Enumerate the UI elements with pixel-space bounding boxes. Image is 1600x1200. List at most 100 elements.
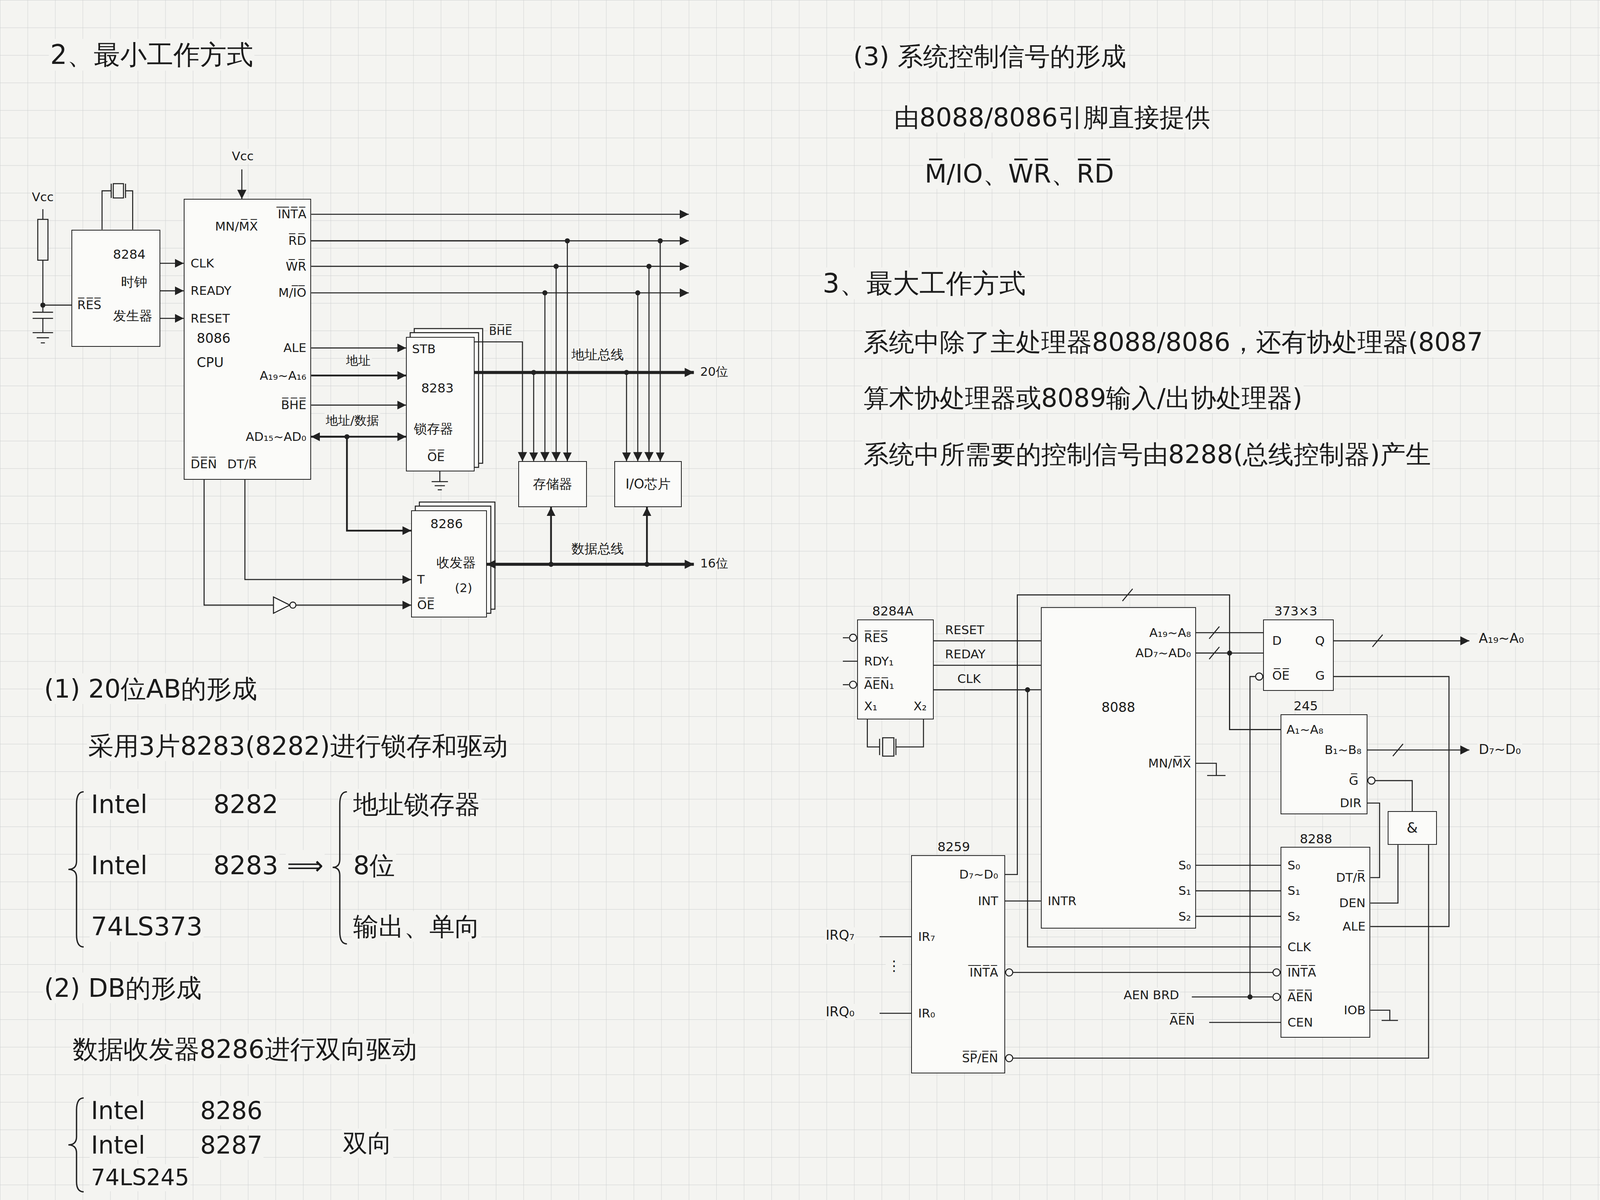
junction-dot [1025,687,1031,693]
pin-label: MN/M̅X̅ [215,219,258,234]
pin-label: S₀ [1287,857,1301,873]
inverter-symbol [273,596,297,614]
ellipsis-mark: ⋮ [885,957,903,975]
wire-connector [474,372,534,462]
pin-label: O̅E̅ [1272,668,1290,683]
pin-label: S₂ [1178,909,1191,924]
wire-label: RESET [944,622,986,638]
implies-arrow: ⟹ [285,850,325,881]
note-text: 8位 [351,850,397,881]
section-heading: 3、最大工作方式 [821,267,1027,300]
address-latch: STB8283锁存器O̅E̅ [405,336,475,472]
note-text: 双向 [341,1128,394,1158]
signal-list: M̅/IO、W̅R̅、R̅D̅ [923,158,1116,189]
pin-label: ALE [1342,919,1366,934]
pin-label: 8284 [113,246,146,263]
pin-label: 时钟 [121,274,148,291]
cpu-chip: MN/M̅X̅I̅N̅T̅A̅R̅D̅W̅R̅M/I̅O̅CLKREADYRES… [183,198,312,480]
junction-dot [657,238,663,244]
pin-label: CEN [1287,1015,1314,1030]
pin-label: IR₀ [918,1005,936,1021]
clock-generator: 8284AR̅E̅S̅RDY₁A̅E̅N̅₁X₁X₂ [857,619,934,720]
chip-vendor: Intel [89,1130,147,1160]
pin-label: R̅E̅S̅ [863,630,889,646]
note-text: 数据收发器8286进行双向驱动 [71,1033,419,1065]
pin-label: DIR [1340,795,1362,811]
io-chip: I/O芯片 [614,461,682,508]
chip-number: 8283 [212,850,280,881]
pin-label: M/I̅O̅ [278,285,307,300]
pin-label: A̅E̅N̅ [1287,989,1314,1005]
pin-label: G̅ [1348,773,1359,789]
wire [311,292,689,294]
pin-label: G [1315,668,1325,683]
wire [842,684,849,686]
junction-dot [548,561,554,568]
wire-connector [160,290,184,292]
brace [68,791,84,947]
wire-connector [311,240,660,462]
wire-connector [311,347,406,349]
inverter-symbol [273,596,290,614]
bus-label: 地址总线 [570,346,625,363]
pin-label: I/O芯片 [625,476,671,493]
pin-label: RDY₁ [863,653,894,669]
pin-label: INT [977,893,999,909]
brace [332,791,347,944]
pin-label: R̅D̅ [288,233,307,249]
interrupt-controller: 8259D₇~D₀INTIR₇I̅N̅T̅A̅IR₀S̅P̅/E̅N̅ [911,855,1006,1074]
wire-connector [1005,900,1041,902]
memory-chip: 存储器 [518,461,587,508]
wire [311,213,689,216]
inverter-symbol [289,601,296,608]
chip-number: 8286 [198,1096,264,1126]
pin-label: DT/R̅ [1336,870,1366,885]
pin-label: INTR [1047,893,1077,909]
pin-label: & [1406,819,1418,837]
inversion-bubble [849,634,857,642]
pin-label: DEN [1339,895,1366,911]
pin-label: W̅R̅ [285,259,307,274]
wire [867,719,880,747]
bus-label: 数据总线 [570,540,625,557]
pin-label: 8086 [196,330,231,347]
bus-width: 16位 [698,555,729,571]
wire-connector [486,507,648,565]
pin-label: B̅H̅E̅ [280,397,307,413]
chip-heading: 245 [1293,698,1318,714]
crystal-symbol [113,183,124,199]
wire-connector [1367,780,1413,812]
pin-label: R̅E̅S̅ [77,297,102,313]
wire [842,637,849,639]
brace [68,1098,84,1193]
pin-label: I̅N̅T̅A̅ [277,206,307,222]
bus-label: A₁₉~A₀ [1477,630,1525,647]
wire [660,240,689,242]
cpu-chip: A₁₉~A₈AD₇~AD₀8088MN/M̅X̅S₀S₁S₂INTR [1040,607,1197,929]
pin-label: O̅E̅ [417,597,435,613]
wire [125,190,133,230]
inversion-bubble [1005,1054,1013,1062]
pin-label: T [417,572,425,587]
pin-label: IR₇ [918,929,936,945]
pin-label: S₀ [1178,857,1191,873]
signal-name: IRQ₇ [824,927,856,944]
wire [896,719,924,747]
pin-label: STB [411,341,436,357]
junction-dot [40,302,46,308]
signal-name: AEN BRD [1122,987,1181,1003]
wire-label: 地址/数据 [324,413,381,428]
pin-label: CPU [196,354,224,371]
pin-label: S₁ [1287,883,1301,899]
chip-number: 8282 [212,788,280,820]
pin-label: ALE [283,340,307,356]
pin-label: 8088 [1101,699,1136,716]
pin-label: S₂ [1287,909,1301,924]
pin-label: RESET [190,311,230,326]
junction-dot [553,263,559,270]
wire-connector [933,664,1041,666]
subsection-heading: (3) 系统控制信号的形成 [851,40,1127,72]
pin-label: (2) [454,580,473,596]
chip-heading: 8288 [1299,831,1333,847]
